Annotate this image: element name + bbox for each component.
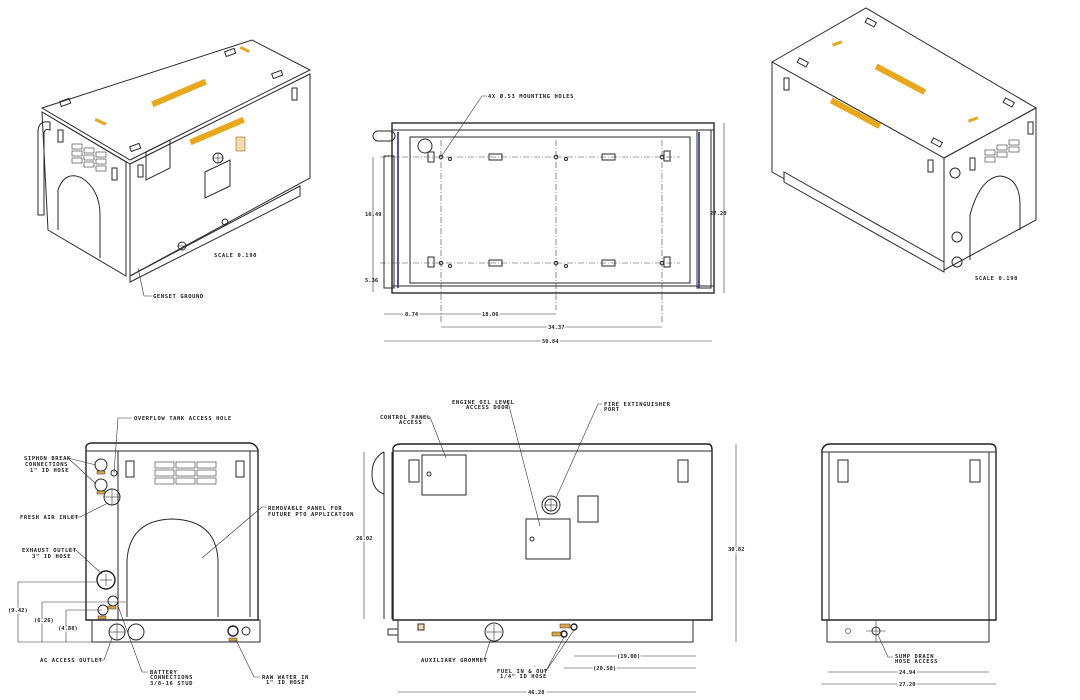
oil-level-label-1: ENGINE OIL LEVEL — [452, 400, 515, 406]
battery-label-2: CONNECTIONS — [150, 675, 193, 681]
dim-27-20-end: 27.20 — [899, 682, 916, 688]
removable-panel-label-2: FUTURE PTO APPLICATION — [268, 512, 354, 518]
battery-label-1: BATTERY — [150, 670, 177, 676]
dim-6-26: (6.26) — [34, 618, 54, 624]
dim-16-49: 16.49 — [365, 212, 382, 218]
siphon-break-label-3: 1" ID HOSE — [30, 468, 69, 474]
dim-26-02: 26.02 — [356, 536, 373, 542]
siphon-break-label-2: CONNECTIONS — [25, 462, 68, 468]
dim-46-28: 46.28 — [528, 690, 545, 696]
dim-8-74: 8.74 — [405, 312, 419, 318]
scale-label-right: SCALE 0.190 — [975, 276, 1018, 282]
aux-grommet-label: AUXILIARY GROMMET — [421, 658, 488, 664]
control-panel-label-1: CONTROL PANEL — [380, 415, 431, 421]
dim-20-50: (20.50) — [593, 666, 616, 672]
oil-level-label-2: ACCESS DOOR — [466, 405, 509, 411]
scale-label-left: SCALE 0.190 — [214, 253, 257, 259]
fire-ext-label-1: FIRE EXTINGUISHER — [604, 402, 671, 408]
overflow-tank-label: OVERFLOW TANK ACCESS HOLE — [134, 416, 232, 422]
mounting-holes-label: 4X Ø.53 MOUNTING HOLES — [488, 93, 574, 100]
dim-19-00: (19.00) — [617, 654, 640, 660]
dim-5-36: 5.36 — [365, 278, 379, 284]
top-view: 4X Ø.53 MOUNTING HOLES 16.49 5.36 27.20 … — [365, 93, 727, 347]
raw-water-label-2: 1" ID HOSE — [266, 680, 305, 686]
dim-27-20-top: 27.20 — [710, 211, 727, 217]
iso-view-right: SCALE 0.190 — [770, 7, 1038, 282]
dim-30-82: 30.82 — [728, 547, 745, 553]
ac-access-outlet-label: AC ACCESS OUTLET — [40, 658, 103, 664]
exhaust-outlet-label-2: 3" ID HOSE — [32, 554, 71, 560]
genset-ground-label: GENSET GROUND — [153, 294, 204, 300]
dim-50-84: 50.84 — [542, 339, 559, 345]
fresh-air-inlet-label: FRESH AIR INLET — [20, 515, 79, 521]
exhaust-outlet-label-1: EXHAUST OUTLET — [22, 548, 77, 554]
dim-24-94: 24.94 — [899, 670, 916, 676]
side-view: CONTROL PANEL ACCESS ENGINE OIL LEVEL AC… — [355, 400, 747, 698]
raw-water-label-1: RAW WATER IN — [262, 675, 309, 681]
fuel-label-1: FUEL IN & OUT — [497, 669, 548, 675]
dim-18-06: 18.06 — [482, 312, 499, 318]
siphon-break-label-1: SIPHON BREAK — [24, 456, 71, 462]
fuel-label-2: 1/4" ID HOSE — [500, 674, 547, 680]
end-view-left: OVERFLOW TANK ACCESS HOLE SIPHON BREAK C… — [7, 416, 354, 687]
iso-view-left: GENSET GROUND SCALE 0.190 — [37, 39, 312, 300]
battery-label-3: 3/8-16 STUD — [150, 681, 193, 687]
sump-drain-label-1: SUMP DRAIN — [895, 654, 934, 660]
dim-4-88: (4.88) — [58, 626, 78, 632]
control-panel-label-2: ACCESS — [399, 420, 422, 426]
fire-ext-label-2: PORT — [604, 407, 620, 413]
dim-34-37: 34.37 — [548, 325, 565, 331]
removable-panel-label-1: REMOVABLE PANEL FOR — [268, 506, 342, 512]
sump-drain-label-2: HOSE ACCESS — [895, 659, 938, 665]
dim-9-42: (9.42) — [8, 608, 28, 614]
end-view-right: SUMP DRAIN HOSE ACCESS 24.94 27.20 — [821, 443, 997, 690]
